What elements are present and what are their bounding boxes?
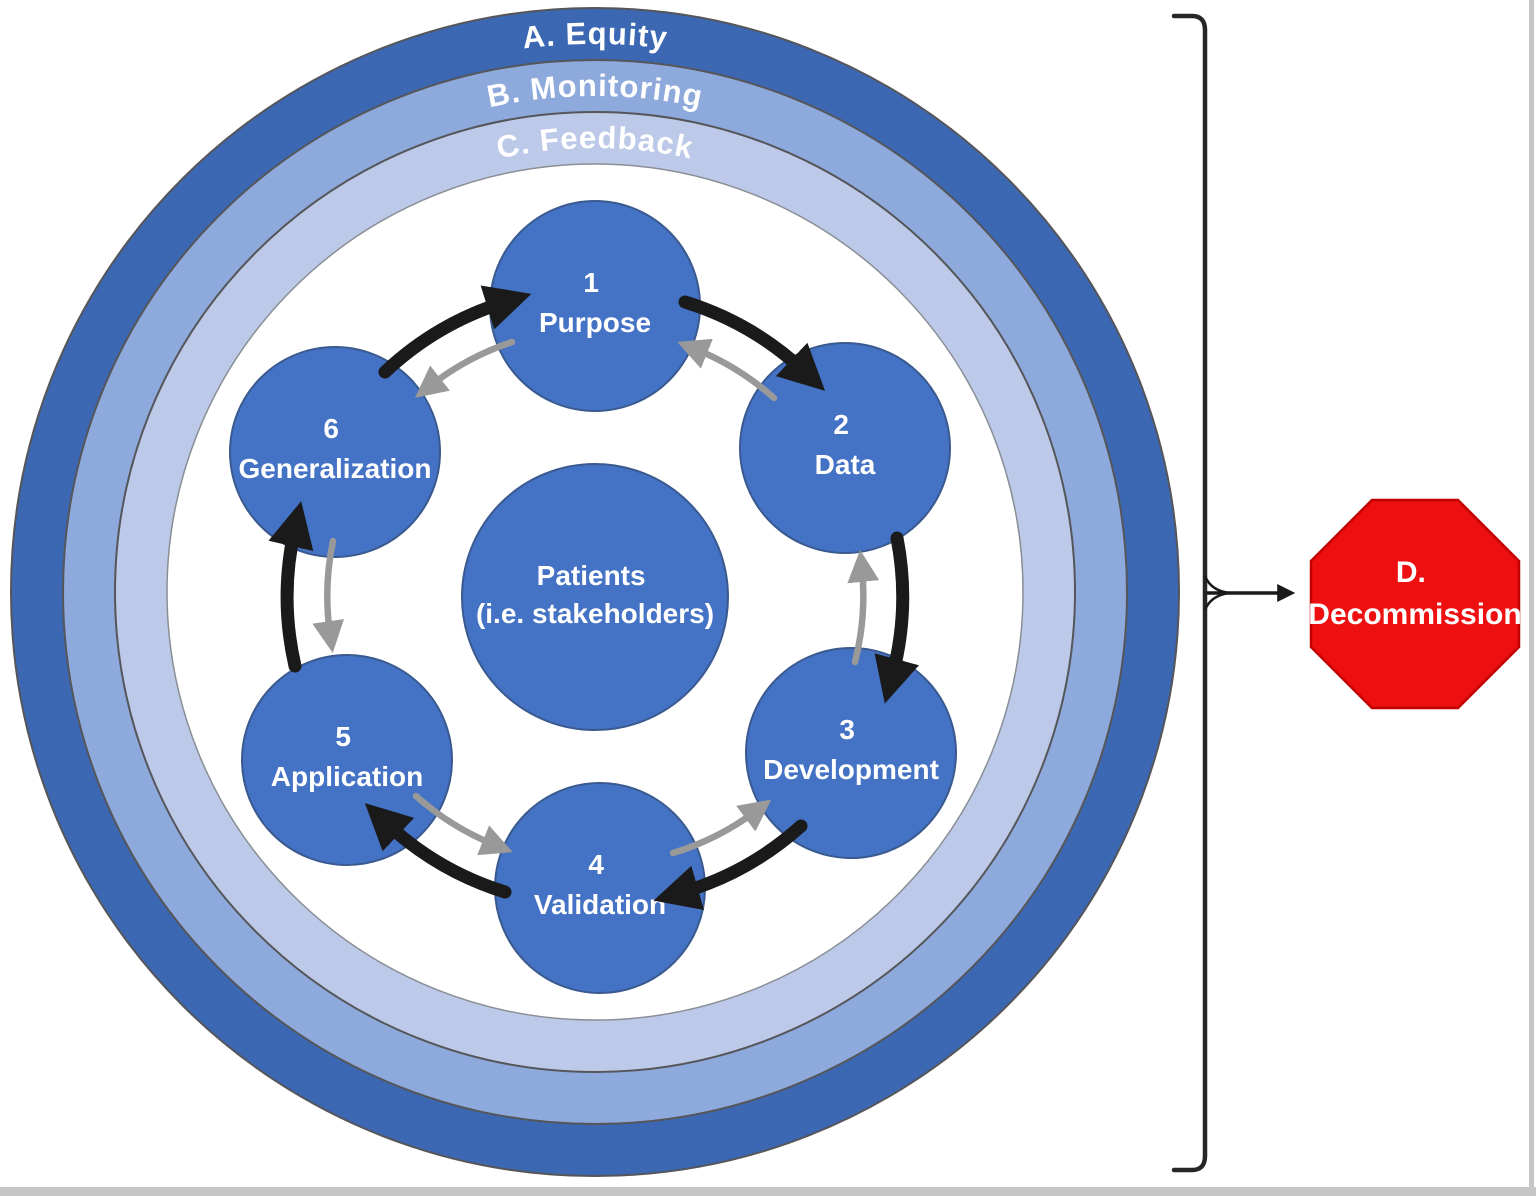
counterclockwise-arrow-4-3 (669, 799, 772, 857)
counterclockwise-arrow-6-5 (312, 537, 345, 654)
clockwise-arrow-3-4 (653, 819, 808, 911)
counterclockwise-arrow-5-4 (412, 792, 513, 856)
clockwise-arrow-4-5 (364, 803, 512, 899)
bottom-edge-strip (0, 1187, 1536, 1196)
stage-circle-development: 3 Development (745, 647, 957, 859)
svg-text:1 Purpose: 1 Purpose (539, 267, 651, 338)
svg-text:2 Data: 2 Data (815, 409, 876, 480)
clockwise-arrow-5-6 (268, 501, 314, 673)
svg-text:D. Decommission: D. Decommission (1308, 556, 1521, 631)
scope-bracket (1171, 13, 1208, 1173)
svg-text:4 Validation: 4 Validation (534, 849, 666, 920)
clockwise-arrow-6-1 (378, 285, 532, 379)
stage-circle-generalization: 6 Generalization (229, 346, 441, 558)
svg-text:6 Generalization: 6 Generalization (239, 413, 432, 484)
svg-text:3 Development: 3 Development (763, 714, 939, 785)
stage-circle-application: 5 Application (241, 654, 453, 866)
stage-circle-purpose: 1 Purpose (489, 200, 701, 412)
clockwise-arrow-1-2 (678, 295, 826, 391)
stage-circle-validation: 4 Validation (494, 782, 706, 994)
ring-label-equity: A. Equity (520, 16, 669, 56)
center-circle-patients: Patients (i.e. stakeholders) (461, 463, 729, 731)
counterclockwise-arrow-1-6 (414, 338, 516, 398)
counterclockwise-arrow-2-1 (677, 338, 778, 402)
svg-text:Patients (i.e. stakehold: Patients (i.e. stakeholders) (476, 560, 714, 629)
svg-text:5 Application: 5 Application (271, 721, 423, 792)
decommission-stop-octagon: D. Decommission (1308, 498, 1522, 710)
clockwise-arrow-2-3 (874, 531, 919, 704)
stage-circle-data: 2 Data (739, 342, 951, 554)
right-edge-strip (1529, 0, 1534, 1196)
counterclockwise-arrow-3-2 (847, 549, 880, 666)
